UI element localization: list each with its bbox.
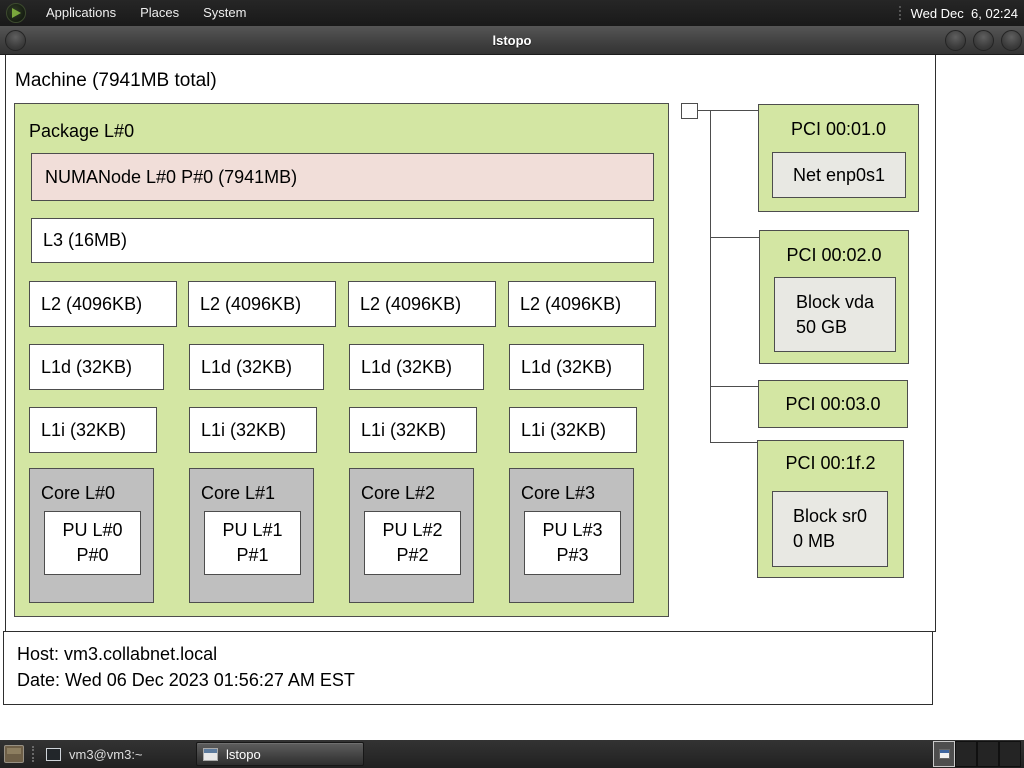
device-label-line1: Block sr0 [792,506,868,526]
pci-trunk-line [710,110,711,443]
lstopo-canvas: Machine (7941MB total) Package L#0 NUMAN… [0,54,1024,740]
maximize-button[interactable] [973,30,994,51]
taskbar-item-terminal[interactable]: vm3@vm3:~ [40,742,190,766]
workspace-window-thumb [939,749,950,759]
block-device-box: Block vda 50 GB [774,277,896,352]
taskbar-item-label: lstopo [226,746,261,762]
pu-box: PU L#2 P#2 [364,511,461,575]
panel-separator [898,6,901,20]
pu-label-line1: PU L#3 [542,520,603,540]
clock[interactable]: Wed Dec 6, 02:24 [910,5,1018,21]
pu-label-line1: PU L#2 [382,520,443,540]
window-title: lstopo [492,33,532,48]
pci-label: PCI 00:01.0 [790,119,887,139]
l2-cache-box: L2 (4096KB) [188,281,336,327]
show-desktop-icon[interactable] [4,745,24,763]
pu-box: PU L#1 P#1 [204,511,301,575]
pci-box: PCI 00:02.0 Block vda 50 GB [759,230,909,364]
hostbridge-square [681,103,698,119]
pu-label-line1: PU L#0 [62,520,123,540]
menu-applications[interactable]: Applications [46,5,117,20]
menu-system[interactable]: System [203,5,247,20]
terminal-icon [46,747,61,761]
numanode-box: NUMANode L#0 P#0 (7941MB) [31,153,654,201]
workspace-1[interactable] [933,741,955,767]
pci-label: PCI 00:03.0 [785,393,881,414]
window-titlebar[interactable]: lstopo [0,26,1024,55]
pci-branch-line [698,110,758,111]
pci-box: PCI 00:1f.2 Block sr0 0 MB [757,440,904,578]
block-device-box: Block sr0 0 MB [772,491,888,567]
l2-cache-box: L2 (4096KB) [348,281,496,327]
host-info-box: Host: vm3.collabnet.local Date: Wed 06 D… [3,631,933,705]
close-button[interactable] [1001,30,1022,51]
core-box: Core L#2 PU L#2 P#2 [349,468,474,603]
device-label-line2: 0 MB [792,531,835,551]
core-box: Core L#3 PU L#3 P#3 [509,468,634,603]
device-label-line1: Block vda [795,291,875,312]
device-label-line2: 50 GB [795,316,847,337]
workspace-2[interactable] [955,741,977,767]
pu-label-line2: P#3 [556,545,589,565]
pu-label-line2: P#2 [396,545,429,565]
l2-cache-box: L2 (4096KB) [29,281,177,327]
l1d-cache-box: L1d (32KB) [189,344,324,390]
pu-label-line1: PU L#1 [222,520,283,540]
bottom-taskbar: vm3@vm3:~ lstopo [0,740,1024,768]
pci-box: PCI 00:03.0 [758,380,908,428]
device-label: Net enp0s1 [792,164,886,185]
window-icon [203,747,218,761]
pu-label-line2: P#1 [236,545,269,565]
workspace-3[interactable] [977,741,999,767]
l3-cache-box: L3 (16MB) [31,218,654,263]
machine-label: Machine (7941MB total) [15,70,217,91]
package-box: Package L#0 NUMANode L#0 P#0 (7941MB) L3… [14,103,669,617]
core-box: Core L#0 PU L#0 P#0 [29,468,154,603]
pci-branch-line [710,237,759,238]
taskbar-item-lstopo[interactable]: lstopo [196,742,364,766]
distro-logo-icon[interactable] [6,3,26,23]
core-label: Core L#3 [521,483,596,503]
core-label: Core L#0 [41,483,116,503]
net-device-box: Net enp0s1 [772,152,906,198]
pci-label: PCI 00:02.0 [786,245,882,265]
core-label: Core L#1 [201,483,276,503]
date-label: Date: Wed 06 Dec 2023 01:56:27 AM EST [17,670,355,690]
host-label: Host: vm3.collabnet.local [17,644,218,664]
core-label: Core L#2 [361,483,436,503]
pci-box: PCI 00:01.0 Net enp0s1 [758,104,919,212]
window-menu-button[interactable] [5,30,26,51]
l1i-cache-box: L1i (32KB) [349,407,477,453]
pci-branch-line [710,442,757,443]
menu-places[interactable]: Places [140,5,180,20]
l1i-cache-box: L1i (32KB) [29,407,157,453]
workspace-4[interactable] [999,741,1021,767]
pci-branch-line [710,386,758,387]
taskbar-separator [32,746,34,762]
l1d-cache-box: L1d (32KB) [29,344,164,390]
taskbar-item-label: vm3@vm3:~ [69,746,143,762]
l2-cache-box: L2 (4096KB) [508,281,656,327]
pu-box: PU L#0 P#0 [44,511,141,575]
package-label: Package L#0 [29,121,135,141]
pu-box: PU L#3 P#3 [524,511,621,575]
top-menu-bar: Applications Places System Wed Dec 6, 02… [0,0,1024,26]
workspace-switcher [933,741,1021,767]
pci-label: PCI 00:1f.2 [785,453,876,473]
l1i-cache-box: L1i (32KB) [509,407,637,453]
pu-label-line2: P#0 [76,545,109,565]
core-box: Core L#1 PU L#1 P#1 [189,468,314,603]
minimize-button[interactable] [945,30,966,51]
l1d-cache-box: L1d (32KB) [509,344,644,390]
l1d-cache-box: L1d (32KB) [349,344,484,390]
l1i-cache-box: L1i (32KB) [189,407,317,453]
